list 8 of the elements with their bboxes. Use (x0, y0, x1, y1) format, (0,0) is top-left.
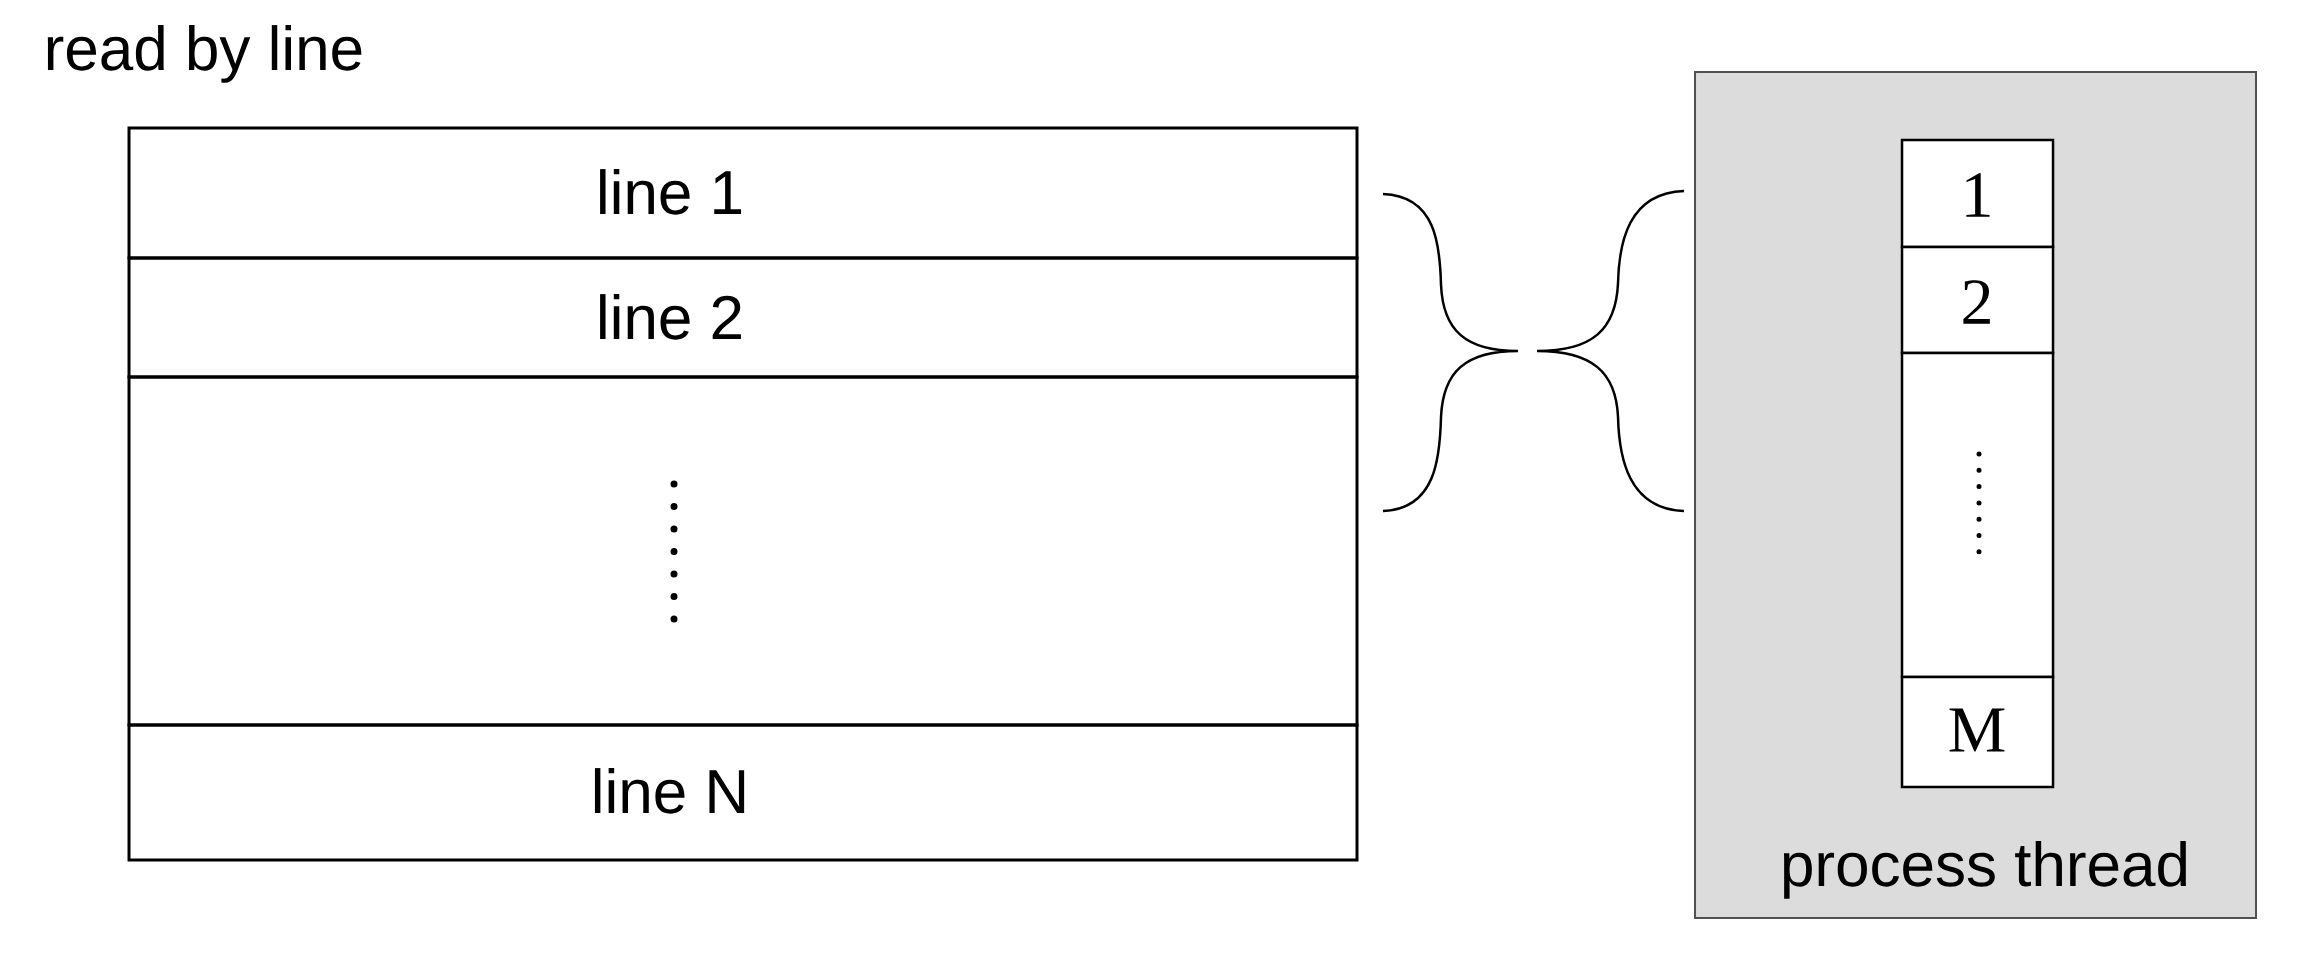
table-row: line N (127, 723, 1359, 862)
panel-caption: process thread (1783, 841, 2186, 899)
table-heading: read by line (47, 25, 362, 83)
stack-cell: M (1900, 675, 2055, 789)
table-row: line 1 (127, 126, 1359, 260)
stack-cell: 2 (1900, 245, 2055, 355)
stack-cell: 1 (1900, 138, 2055, 249)
table-row: line 2 (127, 256, 1359, 379)
